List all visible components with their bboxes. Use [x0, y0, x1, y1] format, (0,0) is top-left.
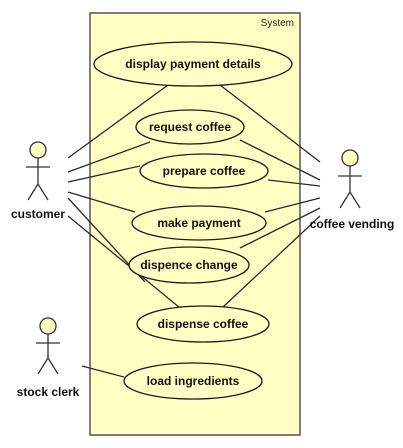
use-case-prepare-coffee: prepare coffee: [139, 153, 269, 189]
assoc-vending-display-payment-details: [219, 84, 321, 163]
use-case-label: make payment: [157, 216, 240, 230]
use-case-label: load ingredients: [147, 374, 240, 388]
use-case-label: request coffee: [149, 120, 231, 134]
use-case-dispence-change: dispence change: [128, 246, 250, 284]
assoc-vending-dispence-change: [239, 207, 321, 249]
use-case-dispense-coffee: dispense coffee: [136, 305, 270, 343]
use-case-label: display payment details: [125, 57, 261, 71]
actor-coffee-vending: coffee vending: [310, 149, 395, 231]
use-case-label: dispence change: [140, 258, 238, 272]
actor-label: customer: [11, 207, 65, 221]
actor-stock-clerk: stock clerk: [17, 317, 80, 399]
stick-figure-icon: [26, 141, 50, 201]
use-case-make-payment: make payment: [131, 205, 267, 241]
use-case-label: prepare coffee: [163, 164, 246, 178]
system-label: System: [261, 18, 294, 29]
stick-figure-icon: [338, 149, 362, 209]
associations: [67, 84, 321, 378]
assoc-customer-display-payment-details: [67, 84, 169, 159]
assoc-vending-request-coffee: [239, 139, 321, 181]
assoc-customer-make-payment: [67, 191, 136, 213]
assoc-customer-dispense-coffee: [67, 215, 186, 313]
assoc-customer-request-coffee: [67, 141, 151, 173]
assoc-vending-make-payment: [264, 197, 321, 213]
actor-customer: customer: [11, 141, 65, 221]
use-case-load-ingredients: load ingredients: [123, 362, 263, 400]
use-case-request-coffee: request coffee: [135, 109, 245, 145]
actor-label: stock clerk: [17, 385, 80, 399]
use-case-display-payment-details: display payment details: [93, 41, 293, 87]
actor-label: coffee vending: [310, 217, 395, 231]
assoc-vending-dispense-coffee: [221, 215, 321, 309]
use-case-label: dispense coffee: [158, 317, 249, 331]
stick-figure-icon: [36, 317, 60, 375]
assoc-vending-prepare-coffee: [267, 179, 321, 187]
assoc-customer-prepare-coffee: [67, 165, 141, 183]
assoc-stock-clerk-load-ingredients: [81, 365, 125, 378]
